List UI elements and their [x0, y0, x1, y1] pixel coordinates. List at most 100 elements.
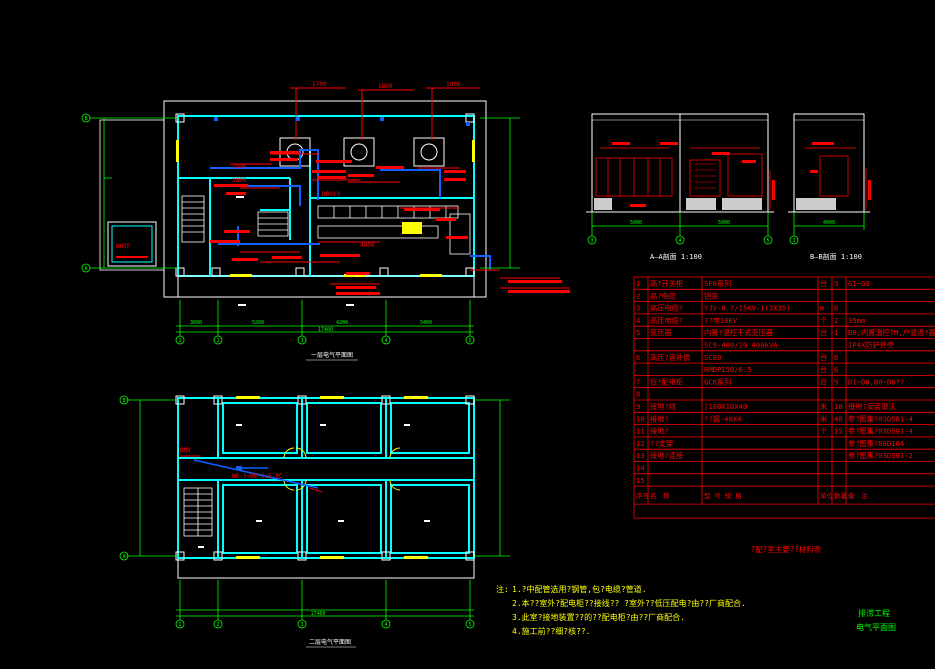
table-cell-unit: 个 — [820, 427, 827, 436]
note-line: 1.?中配管选用?钢管,包?电缆?管道. — [512, 584, 647, 594]
table-cell-no: 10 — [636, 414, 645, 423]
table-header-no: 序号 — [636, 491, 650, 500]
table-cell-no: 5 — [636, 328, 640, 337]
table-cell-spec: [100X10X40 — [704, 402, 747, 411]
grid-label: 3 — [590, 238, 593, 244]
table-cell-no: 12 — [636, 439, 645, 448]
table-cell-no: 11 — [636, 427, 645, 436]
table-cell-spec: YJV-8.7/15KV-1(3X35) — [704, 304, 791, 313]
grid-col-label: 1 — [178, 338, 181, 344]
dim-label: 1500 — [232, 163, 247, 170]
grid-row-label: A — [84, 266, 87, 272]
table-cell-spec: 铠装 — [704, 291, 718, 300]
second-floor-plan: DMV WE-3×BV-2.5-PC — [119, 395, 510, 648]
table-header-unit: 单位 — [820, 491, 834, 500]
table-cell-name: ??支架 — [650, 439, 673, 448]
dim-label: 5000 — [630, 220, 642, 226]
table-cell-note: D0,内置温控TM,户温温?器 — [848, 328, 935, 337]
table-cell-no: 13 — [636, 451, 645, 460]
table-cell-note: 接地?安装做法 — [848, 402, 895, 411]
table-cell-no: 7 — [636, 377, 640, 386]
table-cell-name: 高?开关柜 — [650, 279, 683, 288]
grid-col-label: 2 — [216, 622, 219, 628]
table-cell-unit: 台 — [820, 365, 827, 374]
panel-label: DMV — [180, 447, 191, 454]
table-cell-spec: ??钢-40X4 — [704, 414, 741, 423]
annex-label: WHTF — [116, 243, 131, 250]
table-cell-qty: 6 — [834, 365, 838, 374]
notes: 注: 1.?中配管选用?钢管,包?电缆?管道. 2.本??室外?配电柜??接线?… — [496, 584, 746, 636]
grid-col-label: 3 — [300, 338, 303, 344]
grid-label: 1 — [792, 238, 795, 244]
grid-label: 5 — [766, 238, 769, 244]
table-cell-qty: 6 — [834, 353, 838, 362]
grid-col-label: 5 — [468, 622, 471, 628]
table-cell-note: IP4X防护外壳 — [848, 341, 894, 350]
total-dim: 17400 — [318, 327, 333, 333]
table-cell-no: 14 — [636, 464, 645, 473]
note-line: 4.施工前??细?核??. — [512, 626, 591, 636]
table-cell-no: 15 — [636, 476, 645, 485]
wire-label: WE-3×BV-2.5-PC — [232, 473, 283, 480]
table-cell-spec: SC80 — [704, 353, 721, 362]
panel-label: DD019 — [322, 191, 340, 198]
table-cell-note: 参?图集?03D501-4 — [848, 414, 913, 423]
table-cell-qty: 8 — [834, 304, 838, 313]
dim-label: 1700 — [312, 81, 327, 88]
table-cell-no: 8 — [636, 390, 640, 399]
plan1-title: 一层电气平面图 — [311, 351, 353, 359]
table-cell-qty: 40 — [834, 414, 843, 423]
table-header-note: 备 注 — [848, 491, 868, 500]
table-cell-name: 接地? — [650, 427, 669, 436]
table-cell-spec: RMDP150/6.5 — [704, 365, 752, 374]
table-cell-note: 35mm — [848, 316, 865, 325]
table-cell-name: 接地? — [650, 414, 669, 423]
table-header-name: 名 称 — [650, 491, 670, 500]
dim-label: 2800 — [232, 177, 247, 184]
table-header-spec: 型 号 规 格 — [704, 491, 742, 500]
table-cell-unit: 台 — [820, 377, 827, 386]
table-cell-no: 1 — [636, 279, 640, 288]
table-cell-no: 2 — [636, 291, 640, 300]
dim-label: 4000 — [823, 220, 835, 226]
grid-col-label: 2 — [216, 338, 219, 344]
table-cell-qty: 3 — [834, 279, 838, 288]
table-cell-note: D1~D6,D0~D6?? — [848, 377, 904, 386]
table-cell-note: 参?图集?03D501-2 — [848, 451, 913, 460]
note-line: 3.此室?接地装置??的??配电柜?由??厂商配合. — [512, 612, 685, 622]
section-aa: 5000 5000 3 4 5 A—A剖面 1:100 — [586, 113, 775, 261]
drawing-name: 电气平面图 — [856, 622, 896, 632]
table-cell-name: 高压电缆? — [650, 304, 683, 313]
table-cell-name: 高?电缆 — [650, 291, 676, 300]
total-dim: 17400 — [310, 611, 325, 617]
grid-col-label: 4 — [384, 622, 387, 628]
dim-label: 1900 — [446, 81, 461, 88]
grid-label: 4 — [678, 238, 681, 244]
table-cell-qty: 1 — [834, 328, 838, 337]
table-cell-spec: 内置?温控干式变压器 — [704, 328, 773, 337]
note-line: 2.本??室外?配电柜??接线?? ?室外??低压配电?由??厂商配合. — [512, 598, 746, 608]
grid-col-label: 5 — [468, 338, 471, 344]
table-cell-qty: 2 — [834, 316, 838, 325]
table-cell-unit: 台 — [820, 328, 827, 337]
grid-col-label: 4 — [384, 338, 387, 344]
section-aa-title: A—A剖面 1:100 — [650, 252, 702, 261]
dim-label: 4000 — [360, 242, 375, 249]
project-name: 排涝工程 — [858, 608, 890, 618]
table-cell-unit: m — [820, 304, 824, 313]
dim-label: 5000 — [718, 220, 730, 226]
first-floor-plan: 1700 1800 1900 DD019 4000 1500 2800 WHTF — [81, 81, 570, 361]
table-cell-note: 参?图集?88D164 — [848, 439, 904, 448]
dim-label: 5400 — [420, 320, 432, 326]
grid-row-label: B — [84, 116, 87, 122]
section-bb: 4000 1 B—B剖面 1:100 — [788, 113, 871, 261]
table-cell-no: 9 — [636, 402, 640, 411]
table-cell-unit: 台 — [820, 353, 827, 362]
table-cell-no: 6 — [636, 353, 640, 362]
table-cell-unit: 个 — [820, 316, 827, 325]
table-cell-qty: 18 — [834, 402, 843, 411]
grid-col-label: 3 — [300, 622, 303, 628]
notes-heading: 注: — [496, 584, 509, 594]
grid-col-label: 1 — [178, 622, 181, 628]
